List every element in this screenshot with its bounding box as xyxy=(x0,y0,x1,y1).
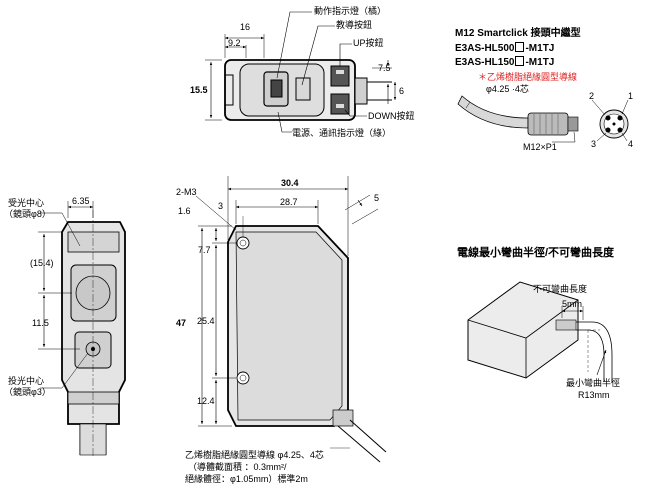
power-indicator-label: 電源、通訊指示燈（綠） xyxy=(292,128,392,138)
dim-15-5: 15.5 xyxy=(190,85,208,95)
cable-note-3: 絕緣體徑：φ1.05mm）標準2m xyxy=(185,474,308,484)
cable-note-2: （導體截面積 ：0.3mm²/ xyxy=(188,462,287,472)
dim-25-4: 25.4 xyxy=(197,316,215,326)
emitter-lens-label: （鏡頭φ3） xyxy=(4,387,51,397)
front-view xyxy=(38,201,126,456)
down-button-label: DOWN按鈕 xyxy=(368,111,415,121)
bend-sensor-box xyxy=(467,281,579,379)
bend-radius-drawing xyxy=(467,281,613,382)
dim-16: 16 xyxy=(240,22,251,32)
connector-model-2: E3AS-HL150-M1TJ xyxy=(455,56,555,68)
side-view-cable xyxy=(337,419,387,463)
mount-hole-bottom xyxy=(236,371,250,385)
dim-6: 6 xyxy=(399,86,405,96)
dim-5mm: 5mm xyxy=(562,299,582,309)
dim-47: 47 xyxy=(176,318,187,328)
bend-cable xyxy=(576,321,613,382)
side-view xyxy=(195,176,387,463)
receiver-center-label: 受光中心 xyxy=(8,198,45,208)
dim-5: 5 xyxy=(374,193,380,203)
top-view-cable-gland xyxy=(354,77,368,105)
thread-label: M12×P1 xyxy=(523,142,557,152)
min-bend-radius-label: 最小彎曲半徑 xyxy=(566,378,621,388)
dim-3: 3 xyxy=(218,201,224,211)
mount-hole-top xyxy=(236,236,250,250)
dim-15-4: (15.4) xyxy=(30,258,54,268)
pin-2-label: 2 xyxy=(589,91,595,101)
connector-drawing xyxy=(457,95,629,143)
connector-note: ＊乙烯樹脂絕緣圓型導線 xyxy=(478,72,578,82)
bend-title: 電線最小彎曲半徑/不可彎曲長度 xyxy=(457,247,615,259)
operation-indicator xyxy=(270,79,283,98)
operation-indicator-label: 動作指示燈（橘） xyxy=(314,6,387,16)
emitter-center-label: 投光中心 xyxy=(8,376,45,386)
connector-cable xyxy=(457,95,529,129)
connector-note-2: φ4.25 ·4芯 xyxy=(486,84,529,94)
connector-title: M12 Smartclick 接頭中繼型 xyxy=(455,28,581,39)
dim-11-5: 11.5 xyxy=(32,318,49,328)
dim-7-7: 7.7 xyxy=(198,245,211,255)
dim-r13: R13mm xyxy=(578,390,610,400)
up-button-shape xyxy=(330,65,350,87)
top-view-left-notch xyxy=(225,74,234,106)
dim-9-2: 9.2 xyxy=(228,38,241,48)
pin-3-label: 3 xyxy=(591,139,597,149)
dim-30-4: 30.4 xyxy=(281,178,299,188)
dim-12-4: 12.4 xyxy=(197,396,215,406)
up-button-label: UP按鈕 xyxy=(353,38,384,48)
top-view xyxy=(205,11,397,133)
receiver-lens-label: （鏡頭φ8） xyxy=(4,209,51,219)
mount-hole-label: 2-M3 xyxy=(176,187,197,197)
pin-1-label: 1 xyxy=(628,91,634,101)
teach-button-label: 教導按鈕 xyxy=(336,20,373,30)
pin-4-label: 4 xyxy=(628,139,634,149)
connector-model-1: E3AS-HL500-M1TJ xyxy=(455,42,555,54)
dim-1-6: 1.6 xyxy=(178,206,191,216)
cable-note-1: 乙烯樹脂絕緣圓型導線 φ4.25、4芯 xyxy=(185,450,324,460)
dim-7-5: 7.5 xyxy=(378,63,391,73)
dim-28-7: 28.7 xyxy=(280,197,298,207)
dim-6-35: 6.35 xyxy=(72,196,90,206)
no-bend-length-label: 不可彎曲長度 xyxy=(533,284,588,294)
